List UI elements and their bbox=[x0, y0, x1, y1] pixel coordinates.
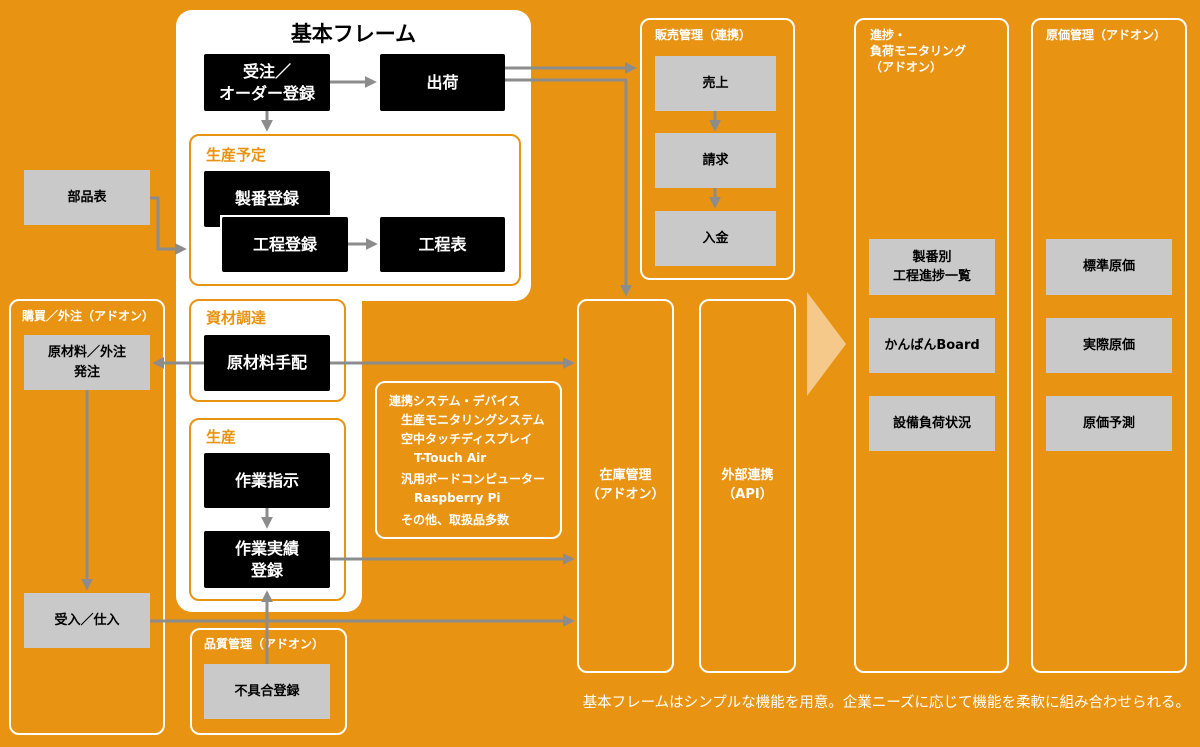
sales-item-billing[interactable]: 請求 bbox=[655, 133, 776, 188]
sales-frame bbox=[640, 18, 795, 280]
work-instruction-block[interactable]: 作業指示 bbox=[204, 453, 330, 508]
production-schedule-label: 生産予定 bbox=[206, 146, 267, 164]
progress-label: 進捗・ 負荷モニタリング （アドオン） bbox=[870, 28, 967, 75]
costing-item-actual[interactable]: 実際原価 bbox=[1046, 318, 1172, 373]
footer-text: 基本フレームはシンプルな機能を用意。企業ニーズに応じて機能を柔軟に組み合わせられ… bbox=[582, 695, 1190, 711]
devices-line-3: T-Touch Air bbox=[414, 451, 487, 465]
process-registration-block[interactable]: 工程登録 bbox=[222, 217, 348, 272]
costing-label: 原価管理（アドオン） bbox=[1046, 28, 1167, 42]
sales-item-payment[interactable]: 入金 bbox=[655, 211, 776, 266]
receiving-block[interactable]: 受入／仕入 bbox=[24, 593, 150, 648]
devices-frame bbox=[375, 381, 562, 539]
progress-item-kanban-board[interactable]: かんばんBoard bbox=[869, 318, 995, 373]
process-table-block[interactable]: 工程表 bbox=[380, 217, 505, 272]
defect-registration-block[interactable]: 不具合登録 bbox=[204, 664, 330, 719]
work-result-block[interactable]: 作業実績 登録 bbox=[204, 531, 330, 588]
arrow-bom-to-schedule bbox=[150, 196, 187, 255]
inventory-label: 在庫管理 （アドオン） bbox=[586, 468, 665, 502]
order-entry-block[interactable]: 受注／ オーダー登録 bbox=[204, 54, 330, 111]
devices-line-4: 汎用ボードコンピューター bbox=[401, 472, 546, 486]
arrow-shipping-to-inventory bbox=[505, 78, 632, 297]
purchasing-frame bbox=[9, 299, 165, 735]
costing-frame bbox=[1031, 18, 1187, 673]
base-frame-title: 基本フレーム bbox=[290, 22, 417, 46]
shipping-block[interactable]: 出荷 bbox=[380, 54, 505, 111]
devices-line-5: Raspberry Pi bbox=[414, 491, 501, 505]
progress-item-serial-progress[interactable]: 製番別 工程進捗一覧 bbox=[869, 239, 995, 295]
procurement-label: 資材調達 bbox=[206, 309, 267, 327]
progress-item-equipment-load[interactable]: 設備負荷状況 bbox=[869, 396, 995, 451]
costing-item-standard[interactable]: 標準原価 bbox=[1046, 239, 1172, 295]
purchasing-label: 購買／外注（アドオン） bbox=[22, 309, 155, 323]
quality-label: 品質管理（アドオン） bbox=[204, 637, 325, 651]
devices-title: 連携システム・デバイス bbox=[389, 394, 521, 408]
progress-frame bbox=[854, 18, 1009, 673]
material-arrangement-block[interactable]: 原材料手配 bbox=[204, 335, 330, 391]
production-label: 生産 bbox=[206, 428, 237, 446]
devices-line-2: 空中タッチディスプレイ bbox=[401, 432, 533, 446]
bom-block[interactable]: 部品表 bbox=[24, 170, 150, 225]
devices-line-6: その他、取扱品多数 bbox=[401, 513, 510, 527]
purchasing-order-block[interactable]: 原材料／外注 発注 bbox=[24, 335, 150, 390]
external-label: 外部連携 （API） bbox=[721, 468, 774, 502]
external-frame bbox=[699, 299, 796, 673]
costing-item-forecast[interactable]: 原価予測 bbox=[1046, 396, 1172, 451]
sales-item-revenue[interactable]: 売上 bbox=[655, 56, 776, 111]
devices-line-1: 生産モニタリングシステム bbox=[401, 413, 545, 427]
inventory-frame bbox=[577, 299, 674, 673]
chevron-arrow bbox=[807, 292, 846, 396]
sales-label: 販売管理（連携） bbox=[655, 28, 752, 42]
